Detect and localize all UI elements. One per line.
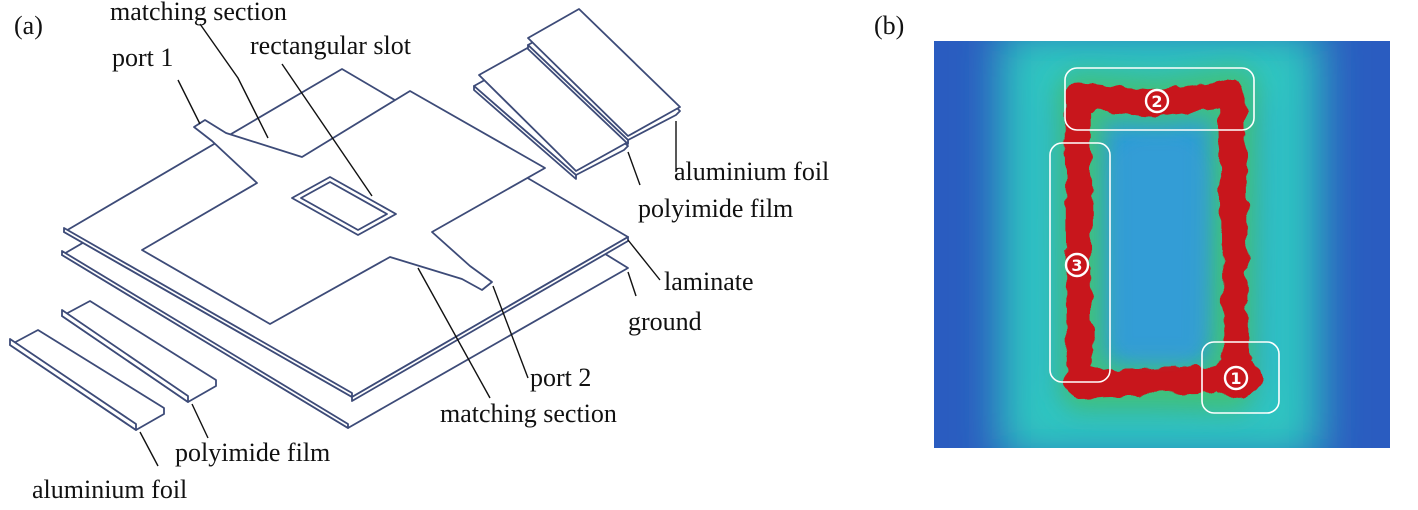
label-rectangular-slot: rectangular slot bbox=[250, 31, 412, 60]
region-3-number: 3 bbox=[1071, 256, 1082, 275]
region-3-outline bbox=[1049, 142, 1111, 383]
label-polyimide-film-left: polyimide film bbox=[175, 438, 330, 467]
panel-a: (a) bbox=[9, 0, 829, 504]
region-3-marker: 3 bbox=[1064, 252, 1090, 278]
label-ground: ground bbox=[628, 307, 702, 336]
leader-lines bbox=[139, 23, 677, 467]
label-matching-section-bottom: matching section bbox=[440, 399, 617, 428]
panel-b-tag: (b) bbox=[874, 11, 904, 40]
region-1-number: 1 bbox=[1230, 369, 1241, 388]
region-2-number: 2 bbox=[1151, 92, 1162, 111]
label-aluminium-foil-right: aluminium foil bbox=[674, 157, 829, 186]
region-2-outline bbox=[1064, 67, 1255, 131]
right-strips bbox=[473, 8, 681, 180]
rectangular-slot bbox=[291, 176, 397, 236]
region-2-marker: 2 bbox=[1144, 88, 1170, 114]
left-strips bbox=[9, 300, 217, 431]
label-port-2: port 2 bbox=[530, 363, 591, 392]
label-aluminium-foil-left: aluminium foil bbox=[32, 475, 187, 504]
region-1-marker: 1 bbox=[1223, 365, 1249, 391]
panel-b: (b) bbox=[874, 11, 1390, 448]
label-laminate: laminate bbox=[664, 267, 754, 296]
label-port-1: port 1 bbox=[112, 43, 173, 72]
panel-a-tag: (a) bbox=[14, 11, 43, 40]
label-polyimide-film-right: polyimide film bbox=[638, 194, 793, 223]
region-1-outline bbox=[1201, 341, 1280, 414]
field-map bbox=[934, 41, 1390, 448]
label-matching-section-top: matching section bbox=[110, 0, 287, 26]
